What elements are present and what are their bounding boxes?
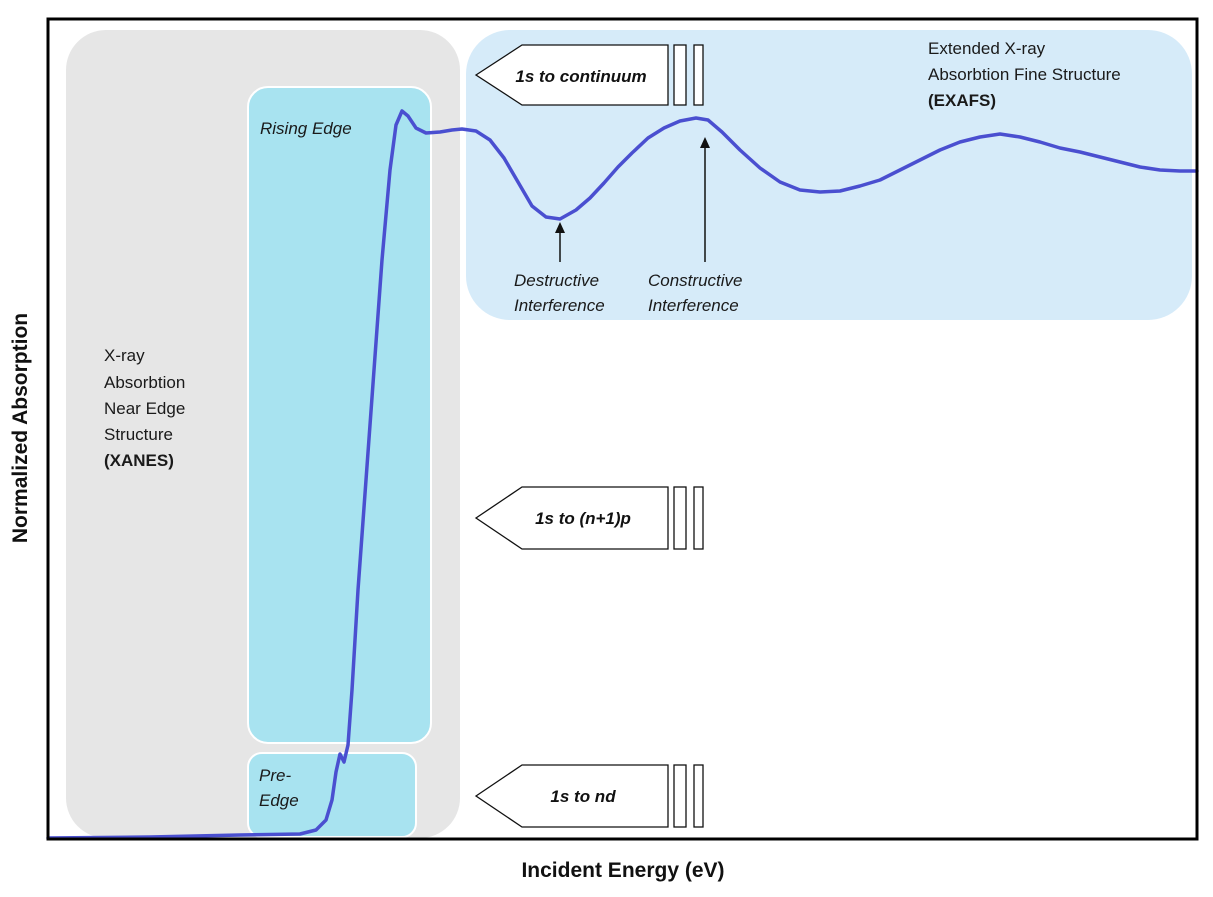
x-axis-title: Incident Energy (eV) xyxy=(521,859,724,882)
y-axis-title: Normalized Absorption xyxy=(9,313,32,543)
rising-edge-label: Rising Edge xyxy=(260,119,352,138)
arrow-bar-1 xyxy=(673,764,687,828)
plot-frame xyxy=(46,17,1199,841)
xanes-line-2: Absorbtion xyxy=(104,373,185,392)
arrow-bar-2 xyxy=(693,486,704,550)
xanes-line-3: Near Edge xyxy=(104,399,185,418)
arrow-bar-1 xyxy=(673,486,687,550)
arrow-shape xyxy=(474,44,669,106)
constructive-line-1: Constructive xyxy=(648,271,742,290)
exafs-line-2: Absorbtion Fine Structure xyxy=(928,65,1121,84)
pre-edge-line-1: Pre- xyxy=(259,766,291,785)
pre-edge-line-2: Edge xyxy=(259,791,299,810)
xanes-abbrev: (XANES) xyxy=(104,451,174,470)
destructive-annotation: Destructive Interference xyxy=(514,222,605,315)
destructive-arrowhead xyxy=(555,222,565,233)
arrow-shape xyxy=(474,486,669,550)
xanes-line-4: Structure xyxy=(104,425,173,444)
arrow-bar-2 xyxy=(693,764,704,828)
arrow-bar-1 xyxy=(673,44,687,106)
transition-label-np: 1s to (n+1)p xyxy=(535,509,631,528)
absorption-curve xyxy=(46,109,1199,840)
constructive-annotation: Constructive Interference xyxy=(648,137,742,315)
destructive-line-1: Destructive xyxy=(514,271,599,290)
destructive-line-2: Interference xyxy=(514,296,605,315)
xanes-label: X-ray Absorbtion Near Edge Structure (XA… xyxy=(104,346,185,470)
arrow-shape xyxy=(474,764,669,828)
transition-label-nd: 1s to nd xyxy=(550,787,616,806)
transition-arrow-np: 1s to (n+1)p xyxy=(474,486,704,550)
exafs-abbrev: (EXAFS) xyxy=(928,91,996,110)
exafs-label: Extended X-ray Absorbtion Fine Structure… xyxy=(928,39,1121,110)
transition-arrow-nd: 1s to nd xyxy=(474,764,704,828)
xanes-line-1: X-ray xyxy=(104,346,145,365)
transition-label-continuum: 1s to continuum xyxy=(515,67,646,86)
rising-edge-box xyxy=(247,86,432,744)
arrow-bar-2 xyxy=(693,44,704,106)
constructive-arrowhead xyxy=(700,137,710,148)
constructive-line-2: Interference xyxy=(648,296,739,315)
exafs-line-1: Extended X-ray xyxy=(928,39,1046,58)
transition-arrow-continuum: 1s to continuum xyxy=(474,44,704,106)
